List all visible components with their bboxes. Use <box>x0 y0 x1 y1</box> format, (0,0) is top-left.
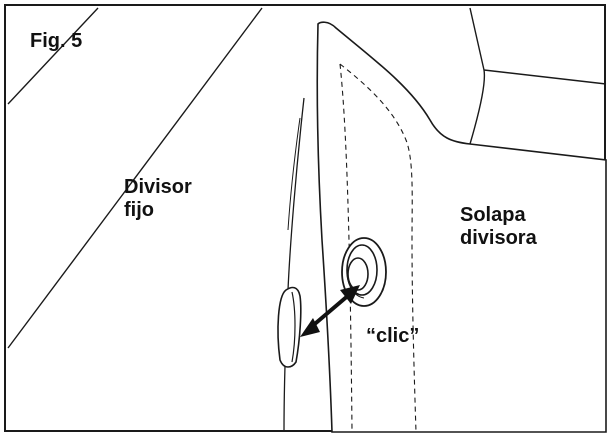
fixed-divider-inner-edge <box>287 117 301 231</box>
figure-label: Fig. 5 <box>30 30 83 52</box>
flap-label-line2: divisora <box>460 227 537 249</box>
upper-right-panel <box>469 7 607 145</box>
snap-stud-edge <box>291 291 296 363</box>
fixed-divider-edge <box>283 97 305 433</box>
flap-stitch-line <box>339 63 417 433</box>
fixed-divider-label-line2: fijo <box>124 199 154 221</box>
flap-label-line1: Solapa <box>460 204 526 226</box>
fixed-divider-label: Divisor fijo <box>124 176 192 222</box>
flap-label: Solapa divisora <box>460 204 537 250</box>
double-headed-arrow-icon <box>300 285 360 337</box>
flap-outline <box>316 21 607 433</box>
click-label: “clic” <box>366 325 420 347</box>
snap-socket-stud <box>347 257 369 291</box>
snap-stud-body <box>277 286 302 368</box>
fixed-divider-label-line1: Divisor <box>124 176 192 198</box>
left-diagonal-line-long <box>7 7 263 349</box>
left-diagonal-line-top <box>7 7 99 105</box>
